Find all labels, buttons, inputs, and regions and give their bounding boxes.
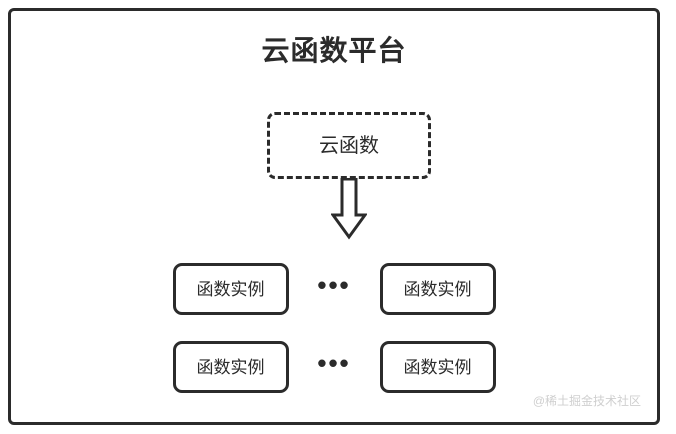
- ellipsis-indicator: •••: [317, 270, 351, 300]
- function-instance-node: 函数实例: [379, 341, 496, 393]
- function-instance-label: 函数实例: [196, 279, 265, 299]
- cloud-function-label: 云函数: [319, 134, 379, 157]
- watermark-text: @稀土掘金技术社区: [532, 394, 641, 408]
- down-arrow-icon: [331, 178, 367, 240]
- function-instance-node: 函数实例: [379, 263, 496, 315]
- function-instance-label: 函数实例: [403, 357, 472, 377]
- function-instance-label: 函数实例: [403, 279, 472, 299]
- function-instance-label: 函数实例: [196, 357, 265, 377]
- cloud-function-platform-container: 云函数平台 云函数 函数实例 ••• 函数实例 函数实例 ••• 函数实例: [8, 8, 660, 425]
- page-title: 云函数平台: [261, 35, 407, 66]
- cloud-function-node: 云函数: [267, 112, 431, 179]
- ellipsis-indicator: •••: [317, 348, 351, 378]
- function-instance-node: 函数实例: [172, 263, 289, 315]
- function-instance-row: 函数实例 ••• 函数实例: [11, 263, 657, 315]
- function-instance-row: 函数实例 ••• 函数实例: [11, 341, 657, 393]
- function-instance-node: 函数实例: [172, 341, 289, 393]
